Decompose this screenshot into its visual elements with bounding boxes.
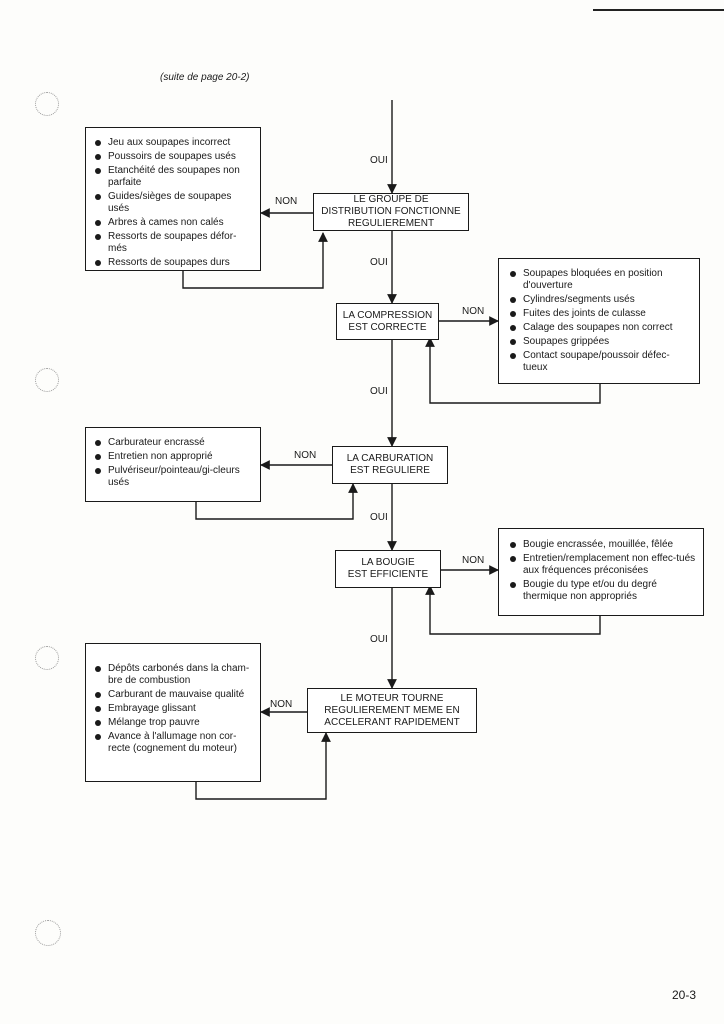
cause-item: Avance à l'allumage non cor-recte (cogne… bbox=[92, 731, 254, 755]
cause-item: Bougie du type et/ou du degré thermique … bbox=[507, 579, 697, 603]
cause-item: Pulvériseur/pointeau/gi-cleurs usés bbox=[92, 465, 254, 489]
cause-item: Jeu aux soupapes incorrect bbox=[92, 137, 254, 149]
check-text: EST REGULIERE bbox=[350, 465, 430, 476]
cause-item: Calage des soupapes non correct bbox=[507, 322, 693, 334]
causes-bougie: Bougie encrassée, mouillée, fêlée Entret… bbox=[498, 528, 704, 616]
check-text: LA CARBURATION bbox=[346, 453, 434, 464]
continuation-note: (suite de page 20-2) bbox=[160, 72, 250, 83]
cause-item: Poussoirs de soupapes usés bbox=[92, 151, 254, 163]
check-text: EST CORRECTE bbox=[348, 321, 427, 333]
cause-item: Cylindres/segments usés bbox=[507, 294, 693, 306]
return-arrow-bougie bbox=[425, 585, 601, 635]
check-text: EST EFFICIENTE bbox=[347, 569, 429, 580]
cause-item: Fuites des joints de culasse bbox=[507, 308, 693, 320]
cause-item: Soupapes grippées bbox=[507, 336, 693, 348]
oui-label: OUI bbox=[370, 634, 388, 645]
check-text: DISTRIBUTION FONCTIONNE bbox=[321, 206, 461, 217]
cause-item: Entretien/remplacement non effec-tués au… bbox=[507, 553, 697, 577]
cause-item: Arbres à cames non calés bbox=[92, 217, 254, 229]
cause-item: Ressorts de soupapes durs bbox=[92, 257, 254, 269]
cause-item: Guides/sièges de soupapes usés bbox=[92, 191, 254, 215]
causes-carburation: Carburateur encrassé Entretien non appro… bbox=[85, 427, 261, 502]
binder-hole-mark bbox=[35, 646, 59, 670]
cause-item: Carburateur encrassé bbox=[92, 437, 254, 449]
check-text: LA COMPRESSION bbox=[342, 309, 433, 321]
cause-item: Mélange trop pauvre bbox=[92, 717, 254, 729]
check-text: REGULIEREMENT MEME EN bbox=[324, 704, 460, 716]
causes-moteur: Dépôts carbonés dans la cham-bre de comb… bbox=[85, 643, 261, 782]
causes-compression: Soupapes bloquées en position d'ouvertur… bbox=[498, 258, 700, 384]
check-moteur: LE MOTEUR TOURNE REGULIEREMENT MEME EN A… bbox=[307, 688, 477, 733]
cause-item: Carburant de mauvaise qualité bbox=[92, 689, 254, 701]
check-text: ACCELERANT RAPIDEMENT bbox=[324, 716, 460, 728]
binder-hole-mark bbox=[35, 920, 61, 946]
non-label: NON bbox=[294, 450, 317, 461]
cause-item: Dépôts carbonés dans la cham-bre de comb… bbox=[92, 663, 254, 687]
oui-label: OUI bbox=[370, 257, 388, 268]
check-text: REGULIEREMENT bbox=[347, 218, 435, 229]
return-arrow-distribution bbox=[182, 232, 328, 289]
check-text: LE MOTEUR TOURNE bbox=[340, 692, 444, 704]
cause-item: Embrayage glissant bbox=[92, 703, 254, 715]
non-label: NON bbox=[462, 555, 485, 566]
cause-item: Contact soupape/poussoir défec-tueux bbox=[507, 350, 693, 374]
page-number: 20-3 bbox=[672, 988, 697, 1002]
non-label: NON bbox=[275, 196, 298, 207]
oui-label: OUI bbox=[370, 386, 388, 397]
check-text: LA BOUGIE bbox=[361, 557, 415, 568]
check-distribution: LE GROUPE DE DISTRIBUTION FONCTIONNE REG… bbox=[313, 193, 469, 231]
check-bougie: LA BOUGIE EST EFFICIENTE bbox=[335, 550, 441, 588]
top-rule bbox=[593, 9, 724, 11]
causes-distribution: Jeu aux soupapes incorrect Poussoirs de … bbox=[85, 127, 261, 271]
check-text: LE GROUPE DE bbox=[353, 194, 429, 205]
oui-label: OUI bbox=[370, 512, 388, 523]
oui-label: OUI bbox=[370, 155, 388, 166]
binder-hole-mark bbox=[35, 92, 59, 116]
cause-item: Bougie encrassée, mouillée, fêlée bbox=[507, 539, 697, 551]
binder-hole-mark bbox=[35, 368, 59, 392]
check-carburation: LA CARBURATION EST REGULIERE bbox=[332, 446, 448, 484]
cause-item: Etanchéité des soupapes non parfaite bbox=[92, 165, 254, 189]
cause-item: Entretien non approprié bbox=[92, 451, 254, 463]
return-arrow-moteur bbox=[195, 732, 331, 800]
non-label: NON bbox=[270, 699, 293, 710]
return-arrow-carburation bbox=[195, 483, 358, 520]
cause-item: Soupapes bloquées en position d'ouvertur… bbox=[507, 268, 693, 292]
check-compression: LA COMPRESSION EST CORRECTE bbox=[336, 303, 439, 340]
non-label: NON bbox=[462, 306, 485, 317]
cause-item: Ressorts de soupapes défor-més bbox=[92, 231, 254, 255]
return-arrow-compression bbox=[425, 337, 601, 404]
